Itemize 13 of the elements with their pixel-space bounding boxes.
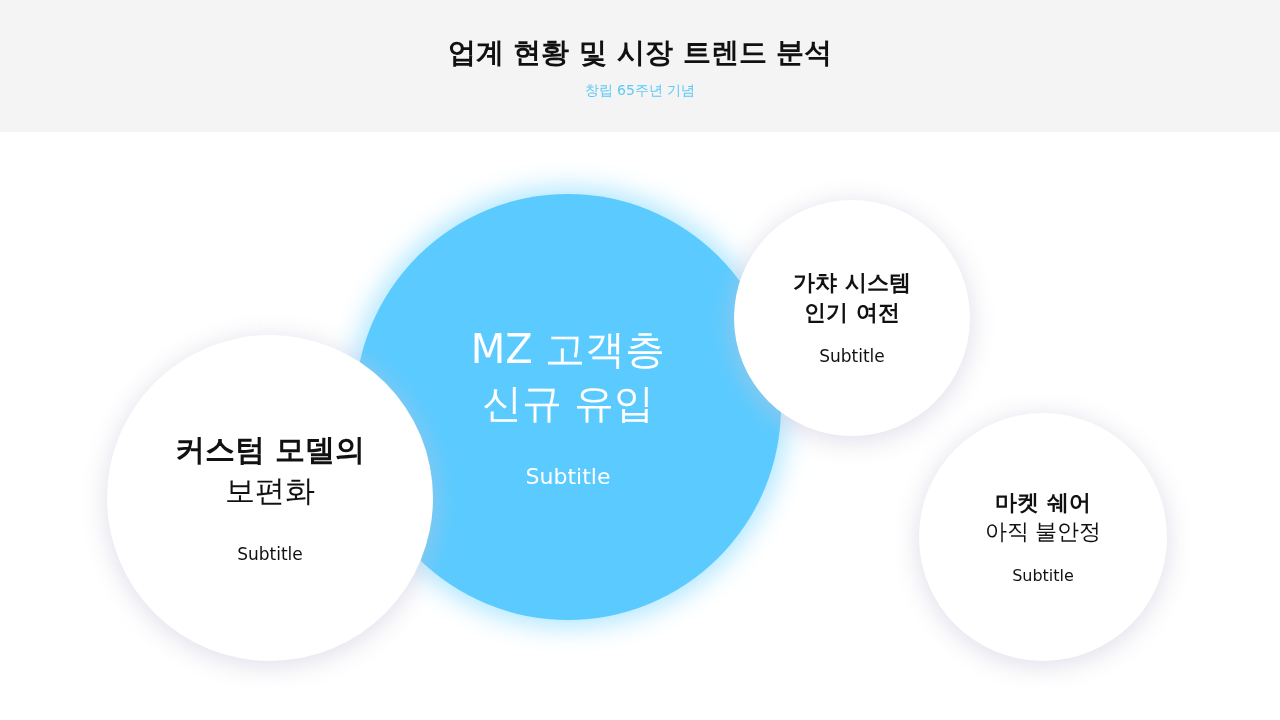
circle-subheading: 보편화 xyxy=(225,471,315,510)
circle-heading: MZ 고객층 xyxy=(470,325,666,375)
circle-heading: 마켓 쉐어 xyxy=(995,488,1091,517)
subtitle-text: Subtitle xyxy=(1012,564,1074,587)
subtitle-text: Subtitle xyxy=(525,463,611,492)
circle-subheading: 신규 유입 xyxy=(481,379,655,429)
subtitle-text: Subtitle xyxy=(819,345,885,369)
circle-heading: 가챠 시스템 인기 여전 xyxy=(792,268,912,327)
subheading-text: 창립 65주년 기념 xyxy=(583,82,697,100)
circle-heading: 커스텀 모델의 xyxy=(174,431,366,470)
page-title: 업계 현황 및 시장 트렌드 분석 xyxy=(446,35,834,71)
subtitle-text: Subtitle xyxy=(237,543,303,566)
circle-subheading: 아직 불안정 xyxy=(984,518,1102,547)
